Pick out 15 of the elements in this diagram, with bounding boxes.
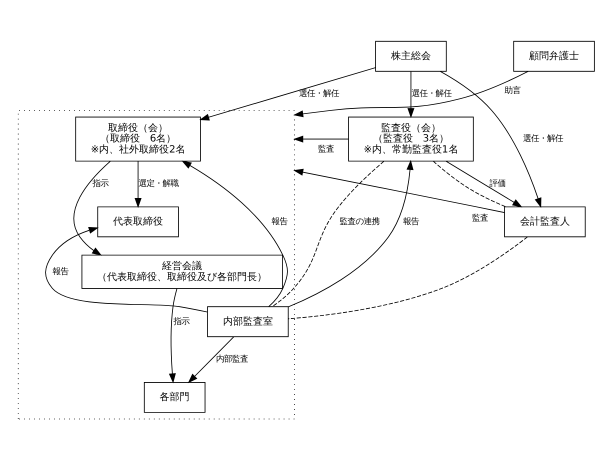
edge-label: 監査 (318, 144, 334, 154)
edge-label: 指示 (173, 316, 190, 326)
edge-label: 報告 (52, 266, 69, 276)
edge-label: 選任・解任 (411, 88, 452, 98)
edge-label: 助言 (504, 85, 521, 96)
edge-label: 評価 (489, 178, 506, 188)
edge-label: 監査 (472, 212, 488, 222)
edge-label: 報告 (402, 216, 419, 226)
edge-label: 内部監査 (216, 354, 248, 364)
edge-label: 報告 (272, 216, 288, 226)
edge-label: 選任・解任 (522, 133, 563, 144)
edge-label: 選定・解職 (138, 178, 178, 188)
edge-label: 指示 (92, 178, 109, 188)
edge-label: 監査の連携 (339, 216, 380, 226)
edge-label: 選任・解任 (299, 88, 340, 98)
